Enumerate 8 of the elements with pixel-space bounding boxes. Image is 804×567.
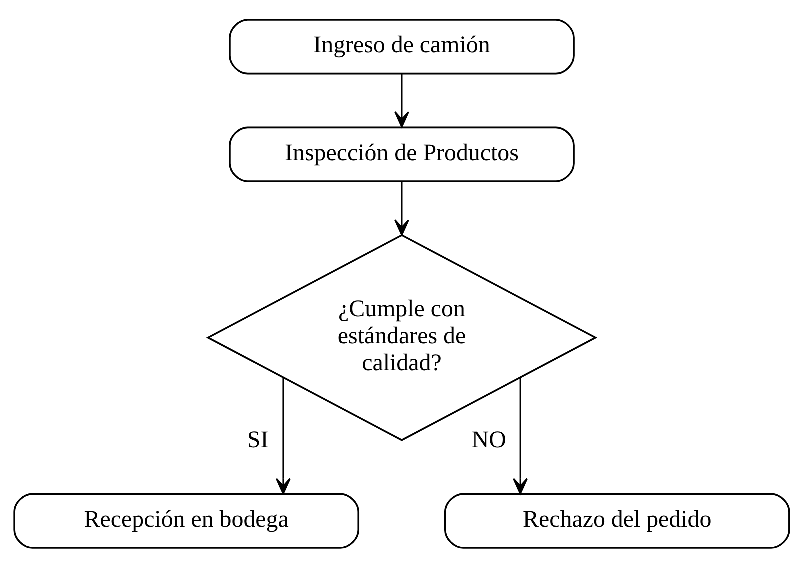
node-box: Inspección de Productos <box>229 126 575 182</box>
node-box: Recepción en bodega <box>14 492 360 548</box>
arrow <box>394 181 410 236</box>
arrow <box>276 377 291 494</box>
arrow <box>513 377 528 494</box>
node-box: Rechazo del pedido <box>444 492 790 548</box>
node-box: Ingreso de camión <box>229 18 575 74</box>
arrow <box>394 74 410 128</box>
